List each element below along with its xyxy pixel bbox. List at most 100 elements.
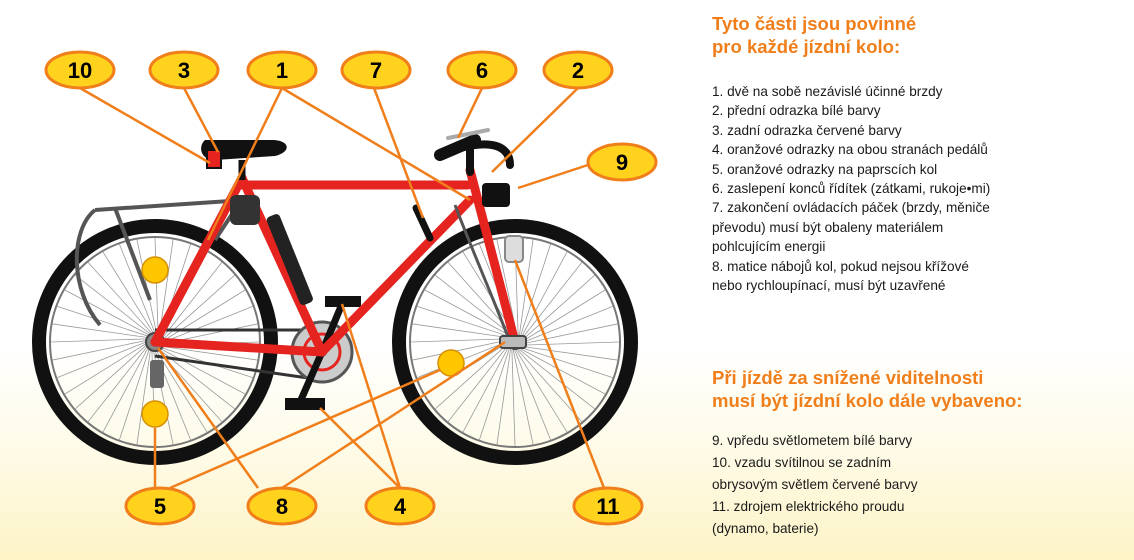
- bicycle-diagram: 10 3 1 7 6 2 9 5 8 4 11: [32, 50, 658, 526]
- svg-text:5: 5: [154, 494, 166, 519]
- list-item: 5. oranžové odrazky na paprscích kol: [712, 161, 938, 177]
- wheel-spoke: [159, 348, 246, 395]
- wheel-spoke: [154, 237, 159, 335]
- wheel-spoke: [87, 262, 153, 335]
- front-fender: [453, 204, 512, 343]
- frame-pump: [266, 214, 313, 305]
- wheel-spoke: [522, 289, 606, 342]
- callout-4: 4: [364, 486, 436, 526]
- list-item: 10. vzadu svítilnou se zadním obrysovým …: [712, 455, 918, 492]
- pedal-lower: [285, 398, 325, 410]
- wheel-spoke: [435, 344, 508, 410]
- wheel-spoke: [520, 244, 551, 337]
- wheel-spoke: [155, 349, 208, 433]
- wheel-spoke: [119, 244, 156, 335]
- wheel-spoke: [52, 339, 148, 361]
- wheel-spoke: [521, 251, 568, 338]
- wheel-spoke: [417, 306, 510, 337]
- svg-text:2: 2: [572, 58, 584, 83]
- mandatory-parts-list: 1. dvě na sobě nezávislé účinné brzdy 2.…: [712, 82, 990, 295]
- svg-text:4: 4: [394, 494, 407, 519]
- wheel-spoke: [136, 348, 152, 445]
- list-item: 11. zdrojem elektrického proudu (dynamo,…: [712, 499, 905, 536]
- spoke-reflector-rear-bottom: [141, 400, 169, 428]
- list-item: 8. matice nábojů kol, pokud nejsou křížo…: [712, 258, 969, 294]
- svg-text:9: 9: [616, 150, 628, 175]
- wheel-spoke: [496, 348, 512, 445]
- callout-10: 10: [44, 50, 116, 90]
- wheel-spoke: [522, 306, 613, 343]
- wheel-spoke: [521, 345, 618, 361]
- callout-1: 1: [246, 50, 318, 90]
- wheel-spoke: [102, 251, 155, 335]
- list-item: 6. zaslepení konců řídítek (zátkami, ruk…: [712, 181, 991, 197]
- wheel-spoke: [64, 289, 151, 336]
- wheel-spoke: [410, 338, 508, 343]
- svg-text:7: 7: [370, 58, 382, 83]
- callout-9: 9: [586, 142, 658, 182]
- callout-5: 5: [124, 486, 196, 526]
- wheel-spoke: [64, 342, 148, 395]
- saddle-bag: [230, 195, 260, 225]
- svg-text:8: 8: [276, 494, 288, 519]
- wheel-spoke: [462, 346, 509, 433]
- wheel-spoke: [520, 347, 613, 378]
- callout-8: 8: [246, 486, 318, 526]
- wheel-spoke: [514, 349, 551, 440]
- svg-text:6: 6: [476, 58, 488, 83]
- wheel-spoke: [517, 349, 583, 422]
- wheel-spoke: [87, 345, 149, 422]
- wheel-spoke: [512, 349, 534, 445]
- wheel-spoke: [161, 345, 258, 361]
- wheel-spoke: [75, 344, 148, 410]
- wheel-spoke: [57, 306, 150, 337]
- visibility-heading: Při jízdě za snížené viditelnosti musí b…: [712, 367, 1023, 411]
- wheel-spoke: [424, 289, 511, 336]
- svg-text:1: 1: [276, 58, 288, 83]
- svg-text:11: 11: [596, 494, 619, 519]
- callout-7: 7: [340, 50, 412, 90]
- wheel-spoke: [162, 289, 246, 342]
- wheel-spoke: [412, 323, 509, 339]
- wheel-spoke: [162, 306, 253, 343]
- wheel-spoke: [518, 348, 595, 410]
- wheel-spoke: [158, 239, 174, 336]
- wheel-spoke: [515, 349, 568, 433]
- brake-lever: [412, 204, 434, 242]
- wheel-spoke: [57, 341, 148, 378]
- wheel-spoke: [521, 262, 583, 339]
- wheel-spoke: [52, 323, 149, 339]
- wheel-spoke: [50, 338, 148, 343]
- wheel-spoke: [161, 262, 223, 339]
- visibility-list: 9. vpředu světlometem bílé barvy 10. vza…: [712, 430, 918, 540]
- svg-text:10: 10: [68, 58, 92, 83]
- wheel-spoke: [435, 274, 512, 336]
- pedal-upper: [325, 296, 361, 307]
- bicycle-frame: [150, 165, 520, 357]
- spoke-reflector-rear-top: [141, 256, 169, 284]
- saddle: [201, 140, 287, 160]
- rear-derailleur: [150, 360, 164, 388]
- callout-11: 11: [572, 486, 644, 526]
- wheel-spoke: [522, 274, 595, 340]
- dynamo: [504, 235, 524, 263]
- chain: [154, 328, 323, 382]
- legend-panel: Tyto části jsou povinné pro každé jízdní…: [712, 0, 1132, 560]
- list-item: 2. přední odrazka bílé barvy: [712, 103, 881, 119]
- rear-reflector: [206, 149, 222, 169]
- wheel-spoke: [511, 349, 516, 447]
- wheel-spoke: [75, 274, 152, 336]
- wheel-spoke: [447, 345, 509, 422]
- leader-lines: [79, 86, 606, 490]
- list-item: 9. vpředu světlometem bílé barvy: [712, 433, 913, 448]
- wheel-spoke: [412, 339, 508, 361]
- wheel-spoke: [119, 347, 150, 440]
- wheel-spoke: [479, 347, 510, 440]
- handlebar-grip: [434, 134, 481, 161]
- rear-rack: [74, 198, 246, 327]
- wheel-spoke: [522, 341, 620, 346]
- list-item: 3. zadní odrazka červené barvy: [712, 122, 902, 138]
- mandatory-parts-heading: Tyto části jsou povinné pro každé jízdní…: [712, 13, 917, 57]
- front-hub-nut: [499, 335, 527, 349]
- wheel-spoke: [522, 323, 618, 345]
